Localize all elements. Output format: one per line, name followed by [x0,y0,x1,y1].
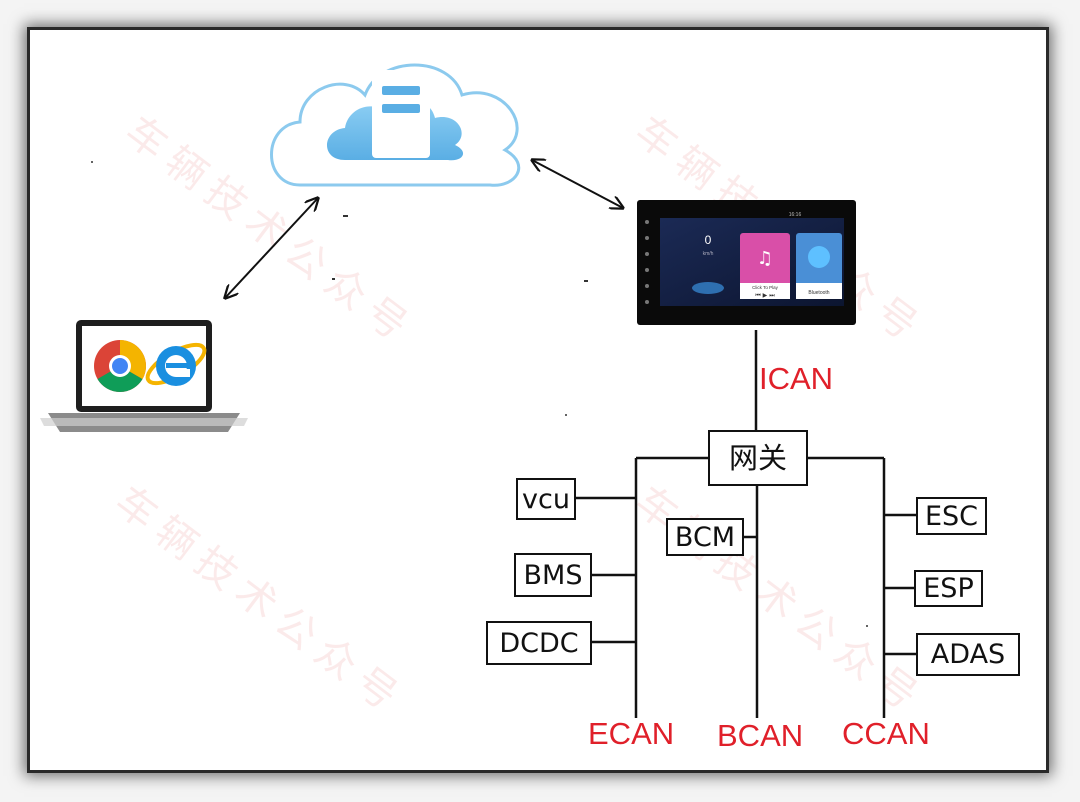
ccan-node-esp: ESP [914,570,983,607]
ccan-node-esc: ESC [916,497,987,535]
media-controls-icon: ⏮ ▶ ⏭ [755,292,775,299]
speed-unit: km/h [703,251,714,257]
cloud-headunit-link [532,160,623,208]
laptop-cloud-link [225,198,318,298]
car-head-unit-icon: 0 km/h ♫ Click To Play ⏮ ▶ ⏭ Bluetooth 1… [637,200,856,325]
ccan-node-adas: ADAS [916,633,1020,676]
ecan-node-bms: BMS [514,553,592,597]
gateway-box: 网关 [708,430,808,486]
bus-label-ican: ICAN [759,361,834,396]
clock-time: 16:16 [789,212,802,218]
speed-value: 0 [705,233,712,247]
chrome-icon [94,340,146,392]
music-caption: Click To Play [752,285,778,290]
ecan-node-vcu: vcu [516,478,576,520]
laptop-browser-icon [40,320,248,432]
cloud-server-icon [270,63,521,187]
ecan-node-dcdc: DCDC [486,621,592,665]
bus-label-ecan: ECAN [588,716,675,751]
bus-label-bcan: BCAN [717,718,804,753]
internet-explorer-icon [145,342,207,386]
bcan-node-bcm: BCM [666,518,744,556]
bus-wiring [574,330,918,718]
bluetooth-caption: Bluetooth [808,290,829,296]
bus-label-ccan: CCAN [842,716,930,751]
music-note-icon: ♫ [757,248,773,269]
